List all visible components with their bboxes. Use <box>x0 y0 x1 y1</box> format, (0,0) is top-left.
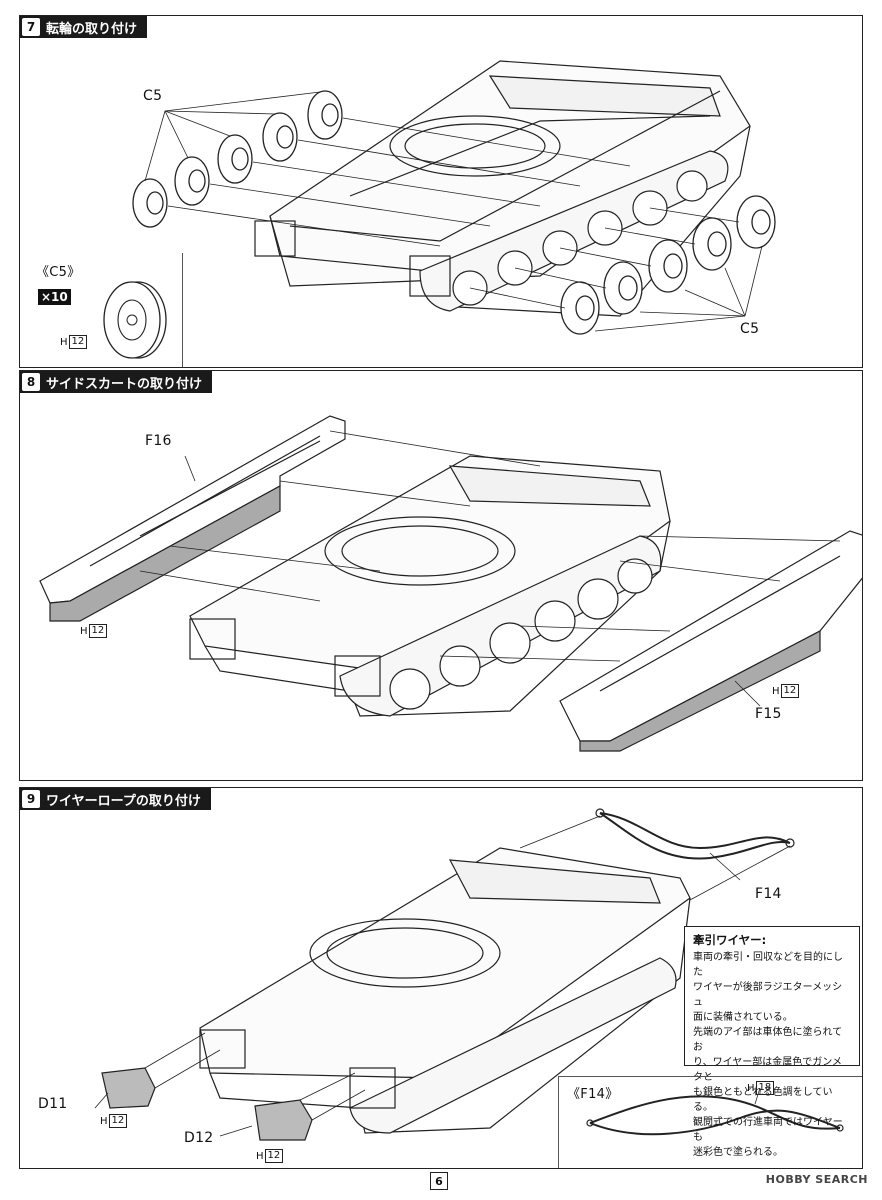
note-line: 観閲式での行進車両ではワイヤーも <box>693 1117 843 1143</box>
color-code: H 12 <box>60 335 88 349</box>
towing-wire-note: 牽引ワイヤー: 車両の牽引・回収などを目的にした ワイヤーが後部ラジエターメッシ… <box>684 926 860 1158</box>
note-line: も銀色ともとれる色調をしている。 <box>693 1087 833 1113</box>
step-number: 9 <box>22 790 40 808</box>
step-number: 8 <box>22 373 40 391</box>
step-8-header: 8 サイドスカートの取り付け <box>20 371 213 393</box>
step-number: 7 <box>22 18 40 36</box>
note-line: ワイヤーが後部ラジエターメッシュ <box>693 982 843 1008</box>
note-line: 迷彩色で塗られる。 <box>693 1147 783 1158</box>
note-line: 車両の牽引・回収などを目的にした <box>693 952 843 978</box>
step-7-panel: 7 転輪の取り付け <box>19 15 863 368</box>
color-code-d12: H 12 <box>256 1149 284 1163</box>
part-label-f16: F16 <box>145 433 172 449</box>
quantity-badge: ×10 <box>38 289 71 305</box>
color-code-d11: H 12 <box>100 1114 128 1128</box>
color-code-prefix: H <box>60 336 68 348</box>
color-code-f16: H 12 <box>80 624 108 638</box>
color-code-prefix: H <box>80 625 88 637</box>
color-code-prefix: H <box>772 685 780 697</box>
part-label-f15: F15 <box>755 706 782 722</box>
color-code-f15: H 12 <box>772 684 800 698</box>
inset-title: 《C5》 <box>36 265 81 280</box>
color-code-f14: H 18 <box>747 1081 775 1095</box>
color-code-prefix: H <box>100 1115 108 1127</box>
step-7-header: 7 転輪の取り付け <box>20 16 148 38</box>
part-label-c5-top: C5 <box>143 88 163 104</box>
color-code-prefix: H <box>256 1150 264 1162</box>
color-code-prefix: H <box>747 1082 755 1094</box>
part-label-f14: F14 <box>755 886 782 902</box>
step-title: サイドスカートの取り付け <box>46 376 203 392</box>
note-title: 牽引ワイヤー: <box>693 933 767 947</box>
part-label-d11: D11 <box>38 1096 68 1112</box>
color-code-number: 12 <box>108 1114 128 1128</box>
part-label-c5-bottom: C5 <box>740 321 760 337</box>
note-line: 面に装備されている。 <box>693 1012 793 1023</box>
road-wheel-c5-icon <box>103 281 167 359</box>
note-line: り、ワイヤー部は金属色でガンメタと <box>693 1057 842 1083</box>
step-title: 転輪の取り付け <box>46 21 138 37</box>
tank-hull-wire-rope-drawing <box>94 808 844 1141</box>
step-8-panel: 8 サイドスカートの取り付け <box>19 370 863 781</box>
tank-hull-side-skirts-drawing <box>39 415 862 752</box>
page-number: 6 <box>430 1172 448 1190</box>
watermark: HOBBY SEARCH <box>765 1173 868 1186</box>
part-label-d12: D12 <box>184 1130 214 1146</box>
step-title: ワイヤーロープの取り付け <box>46 793 201 809</box>
color-code-number: 12 <box>68 335 88 349</box>
c5-inset-box: 《C5》 ×10 H 12 <box>20 253 183 367</box>
color-code-number: 12 <box>780 684 800 698</box>
color-code-number: 18 <box>755 1081 775 1095</box>
tank-hull-road-wheels-drawing <box>132 60 776 335</box>
f14-inset-box: 《F14》 H 18 <box>558 1076 862 1168</box>
color-code-number: 12 <box>264 1149 284 1163</box>
inset-title: 《F14》 <box>567 1087 619 1102</box>
step-9-header: 9 ワイヤーロープの取り付け <box>20 788 211 810</box>
color-code-number: 12 <box>88 624 108 638</box>
step-9-panel: 9 ワイヤーロープの取り付け <box>19 787 863 1169</box>
note-line: 先端のアイ部は車体色に塗られてお <box>693 1027 843 1053</box>
